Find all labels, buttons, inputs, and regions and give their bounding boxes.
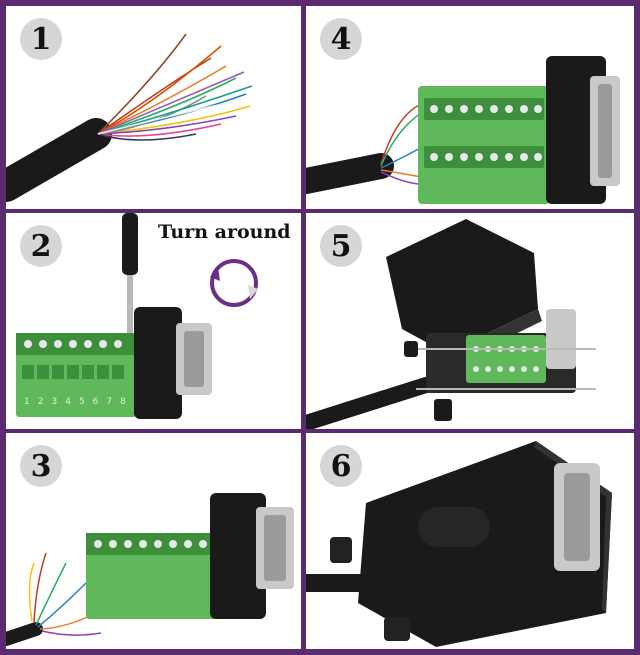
step-3-badge: 3	[20, 445, 62, 487]
step-6-badge: 6	[320, 445, 362, 487]
screwdriver-photo	[16, 213, 258, 419]
step-5-badge: 5	[320, 225, 362, 267]
pin-number: 8	[120, 397, 126, 407]
stripped-cable-photo	[6, 33, 253, 202]
step-2-panel: 2 Turn around 1 2 3 4 5 6 7 8	[6, 213, 301, 429]
pin-number: 3	[51, 397, 58, 407]
wired-connector-photo	[306, 56, 620, 204]
turn-around-caption: Turn around	[158, 221, 291, 243]
step-4-badge: 4	[320, 18, 362, 60]
step-5-panel: 5	[306, 213, 634, 429]
step-1-badge: 1	[20, 18, 62, 60]
assembled-hood-photo	[306, 441, 612, 647]
open-hood-photo	[306, 219, 596, 429]
pin-number: 6	[92, 397, 99, 407]
pin-number: 7	[106, 397, 113, 407]
pin-number: 1	[24, 397, 30, 407]
step-4-panel: 4	[306, 6, 634, 209]
pin-number: 5	[78, 397, 85, 407]
pin-number: 2	[37, 397, 44, 407]
step-1-panel: 1	[6, 6, 301, 209]
step-2-badge: 2	[20, 225, 62, 267]
pin-number: 4	[65, 397, 71, 407]
pin-number-row: 1 2 3 4 5 6 7 8	[24, 397, 126, 407]
step-6-panel: 6	[306, 433, 634, 649]
step-3-panel: 3	[6, 433, 301, 649]
wires-inserted-photo	[6, 493, 294, 646]
